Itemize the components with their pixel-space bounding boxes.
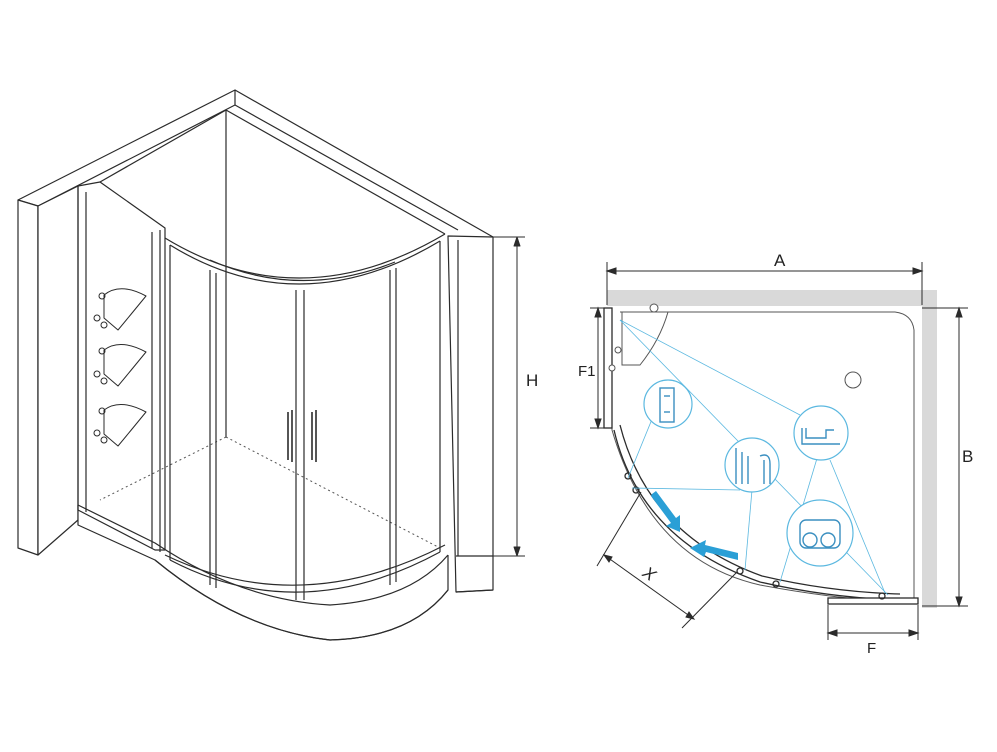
dimension-b (922, 306, 968, 608)
detail-bracket-callout (793, 405, 849, 461)
detail-seal-callout (724, 437, 780, 493)
dimension-b-label: B (962, 447, 973, 466)
height-label: H (526, 371, 538, 390)
dimension-a-label: A (774, 251, 786, 270)
door-slide-arrow-left (690, 540, 738, 560)
callout-glyphs (659, 387, 841, 549)
corner-shelves (93, 288, 147, 447)
detail-profile-callout (643, 379, 693, 429)
isometric-view (17, 89, 525, 641)
sliding-arrows (651, 491, 738, 560)
plan-shelf (608, 303, 669, 372)
floor-outline (99, 436, 441, 549)
plan-view (590, 262, 968, 640)
callout-details (643, 379, 854, 567)
side-panel (77, 181, 166, 552)
door-handles (287, 410, 317, 462)
dimension-a (605, 262, 924, 305)
door-slide-arrow-down (651, 491, 680, 532)
plan-walls (607, 290, 937, 608)
detail-roller-callout (786, 499, 854, 567)
curved-door-frame (164, 233, 446, 600)
dimension-f-label: F (867, 640, 876, 657)
back-wall (99, 89, 494, 437)
dimension-f1 (590, 306, 606, 430)
dimension-x (596, 491, 738, 629)
dimension-f1-label: F1 (578, 363, 596, 380)
height-dimension (493, 236, 525, 557)
right-wall (447, 235, 494, 593)
shower-tray (77, 504, 449, 641)
left-wall (17, 89, 236, 556)
plan-door-frame (603, 307, 919, 605)
dimension-f (826, 605, 920, 640)
